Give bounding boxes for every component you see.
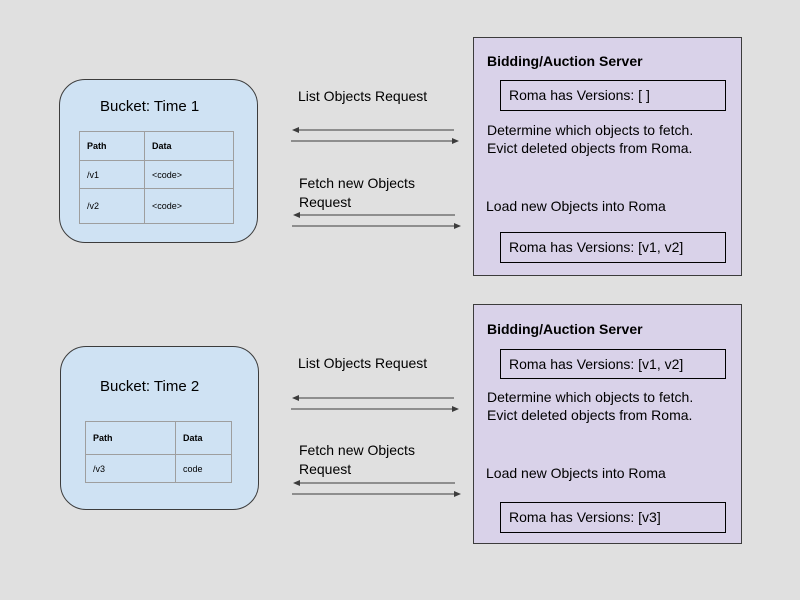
bucket-time-2: Bucket: Time 2 Path Data /v3 code (60, 346, 259, 510)
determine-step-text: Determine which objects to fetch. (487, 389, 694, 405)
table-cell-data: <code> (144, 160, 234, 189)
column-header-data: Data (175, 421, 232, 455)
fetch-objects-request-label: Fetch new Objects Request (299, 174, 415, 212)
load-step-text: Load new Objects into Roma (486, 198, 666, 214)
column-header-path: Path (85, 421, 176, 455)
server-steps: Determine which objects to fetch. Evict … (487, 121, 693, 157)
table-row: /v1 <code> (79, 160, 234, 189)
fetch-request-line-2: Request (299, 461, 352, 477)
determine-step-text: Determine which objects to fetch. (487, 122, 694, 138)
server-title: Bidding/Auction Server (487, 321, 643, 337)
table-cell-path: /v2 (79, 188, 145, 224)
server-steps: Determine which objects to fetch. Evict … (487, 388, 693, 424)
table-cell-data: <code> (144, 188, 234, 224)
bucket-title: Bucket: Time 1 (100, 98, 200, 115)
roma-versions-after: Roma has Versions: [v3] (500, 502, 726, 533)
objects-table: Path Data /v3 code (85, 421, 232, 483)
evict-step-text: Evict deleted objects from Roma. (487, 140, 693, 156)
bidding-auction-server-2: Bidding/Auction Server Roma has Versions… (473, 304, 742, 544)
fetch-objects-request-label: Fetch new Objects Request (299, 441, 415, 479)
table-header-row: Path Data (79, 131, 234, 161)
table-header-row: Path Data (85, 421, 232, 455)
bucket-time-1: Bucket: Time 1 Path Data /v1 <code> /v2 … (59, 79, 258, 243)
table-row: /v2 <code> (79, 188, 234, 224)
fetch-request-line-1: Fetch new Objects (299, 175, 415, 191)
bidding-auction-server-1: Bidding/Auction Server Roma has Versions… (473, 37, 742, 276)
list-objects-request-label: List Objects Request (298, 88, 428, 104)
roma-versions-after: Roma has Versions: [v1, v2] (500, 232, 726, 263)
bucket-title: Bucket: Time 2 (100, 378, 200, 395)
roma-versions-before: Roma has Versions: [v1, v2] (500, 349, 726, 379)
table-cell-path: /v3 (85, 454, 176, 483)
fetch-request-line-1: Fetch new Objects (299, 442, 415, 458)
column-header-data: Data (144, 131, 234, 161)
load-step-text: Load new Objects into Roma (486, 465, 666, 481)
evict-step-text: Evict deleted objects from Roma. (487, 407, 693, 423)
table-cell-data: code (175, 454, 232, 483)
list-objects-request-label: List Objects Request (298, 355, 428, 371)
objects-table: Path Data /v1 <code> /v2 <code> (79, 131, 234, 224)
column-header-path: Path (79, 131, 145, 161)
roma-versions-before: Roma has Versions: [ ] (500, 80, 726, 111)
fetch-request-line-2: Request (299, 194, 352, 210)
table-row: /v3 code (85, 454, 232, 483)
server-title: Bidding/Auction Server (487, 53, 643, 69)
